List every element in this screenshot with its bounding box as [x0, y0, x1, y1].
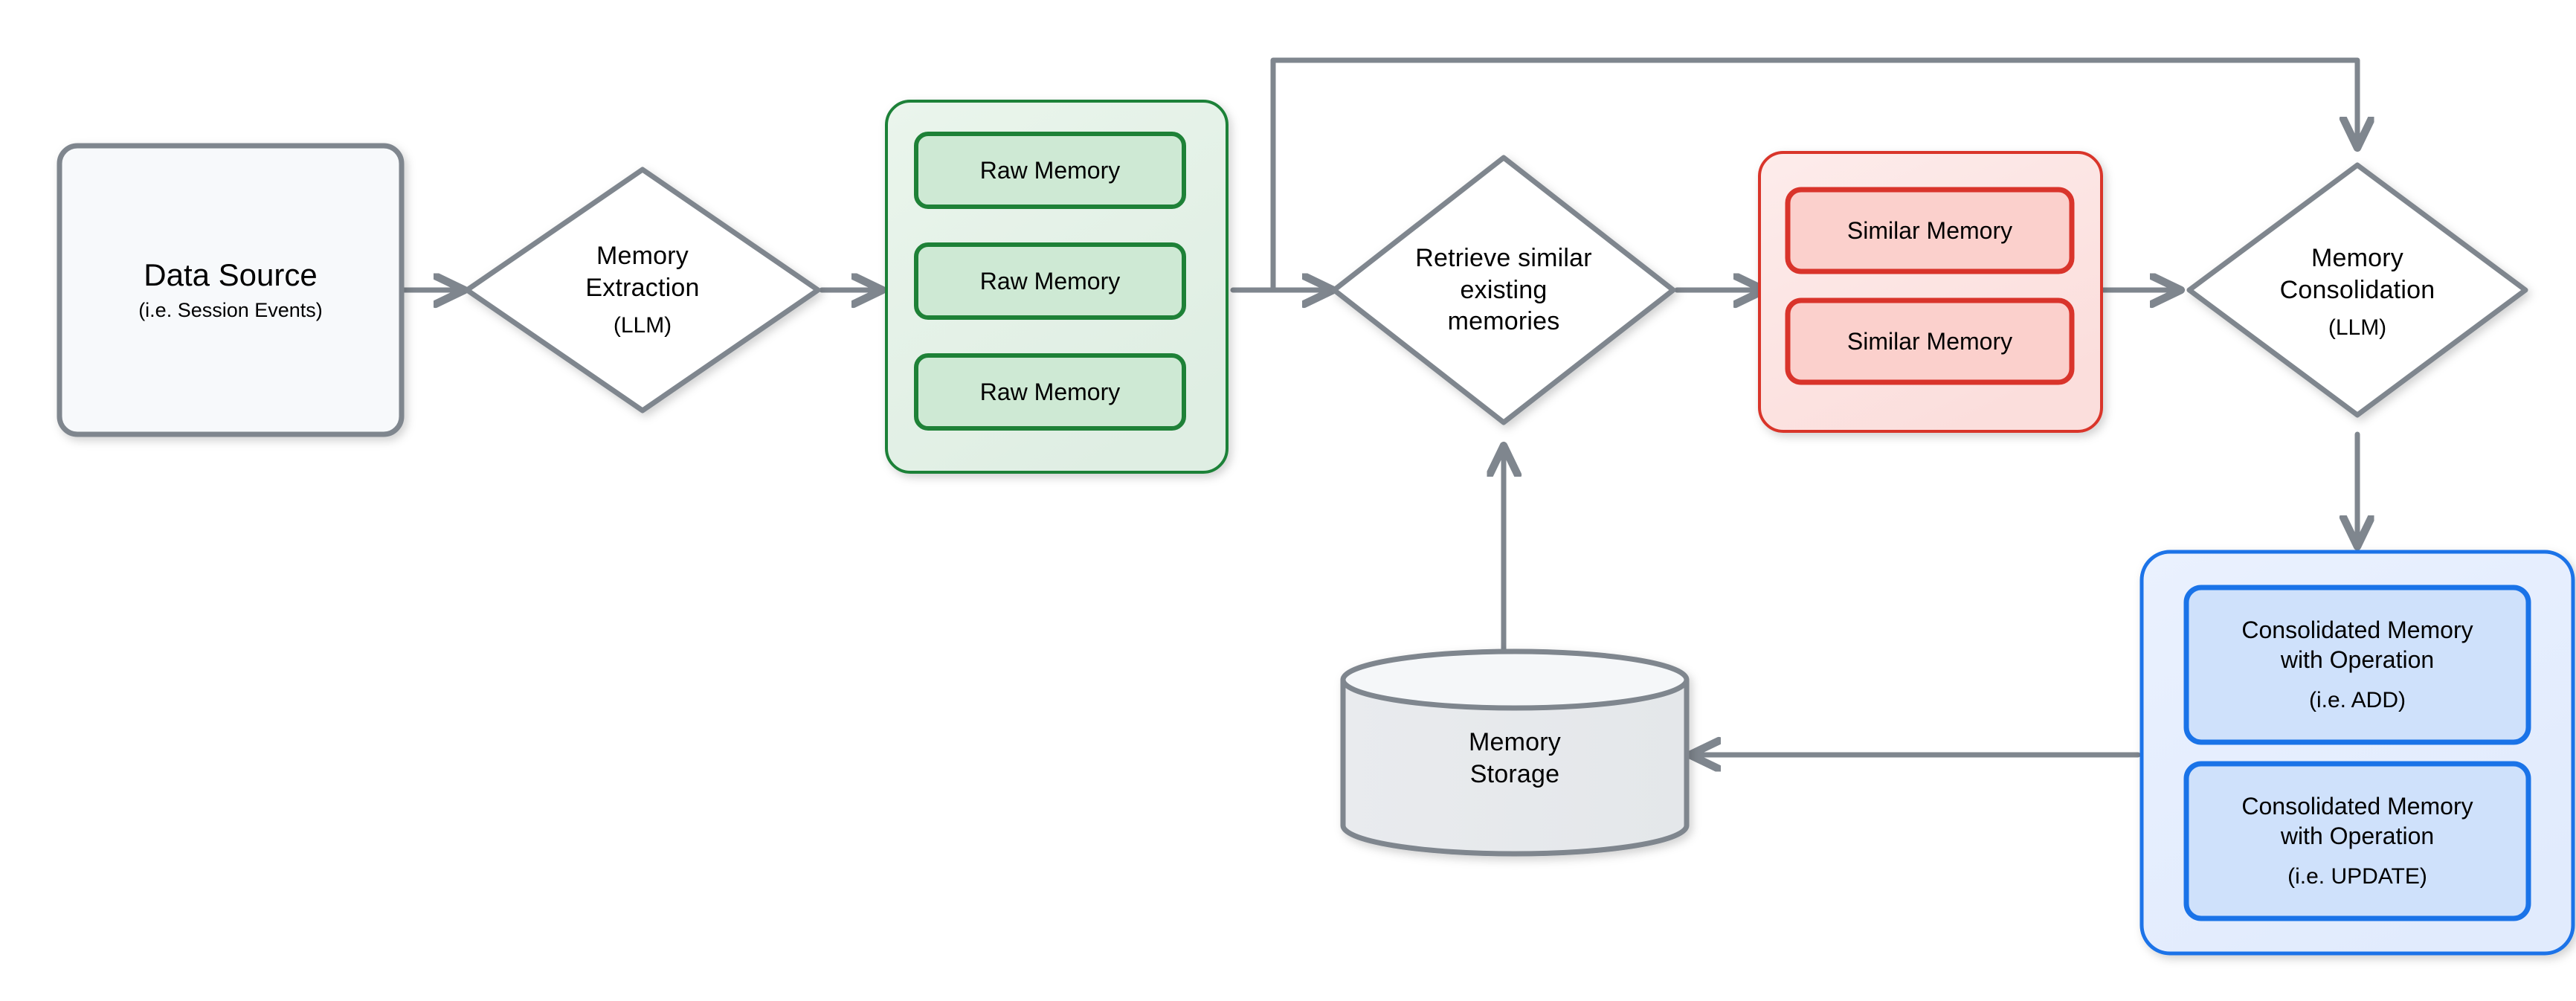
similar-memory-card-1[interactable]: [1785, 187, 2075, 274]
memory-consolidation-diamond[interactable]: [2186, 162, 2528, 418]
group-similar-memory: [1758, 151, 2103, 433]
node-memory-extraction[interactable]: [464, 167, 821, 413]
group-consolidated-memory: [2139, 550, 2575, 956]
edge-raw-memory-to-memory-consolidation-feedback: [1270, 57, 2357, 293]
memory-storage-cylinder-body[interactable]: [1340, 677, 1690, 857]
memory-extraction-diamond[interactable]: [464, 167, 821, 413]
connector-group: [399, 57, 2357, 755]
group-raw-memory: [885, 100, 1229, 474]
data-source-box[interactable]: [57, 143, 405, 437]
raw-memory-card-1[interactable]: [914, 132, 1186, 209]
node-data-source[interactable]: [57, 143, 405, 437]
raw-memory-card-3[interactable]: [914, 353, 1186, 431]
raw-memory-card-2[interactable]: [914, 242, 1186, 320]
node-retrieve-similar[interactable]: [1331, 155, 1676, 425]
node-memory-consolidation[interactable]: [2186, 162, 2528, 418]
consolidated-memory-card-2[interactable]: [2183, 761, 2531, 921]
similar-memory-card-2[interactable]: [1785, 297, 2075, 385]
consolidated-memory-card-1[interactable]: [2183, 585, 2531, 745]
node-memory-storage[interactable]: [1340, 648, 1690, 857]
memory-storage-cylinder-top: [1340, 648, 1690, 711]
retrieve-similar-diamond[interactable]: [1331, 155, 1676, 425]
